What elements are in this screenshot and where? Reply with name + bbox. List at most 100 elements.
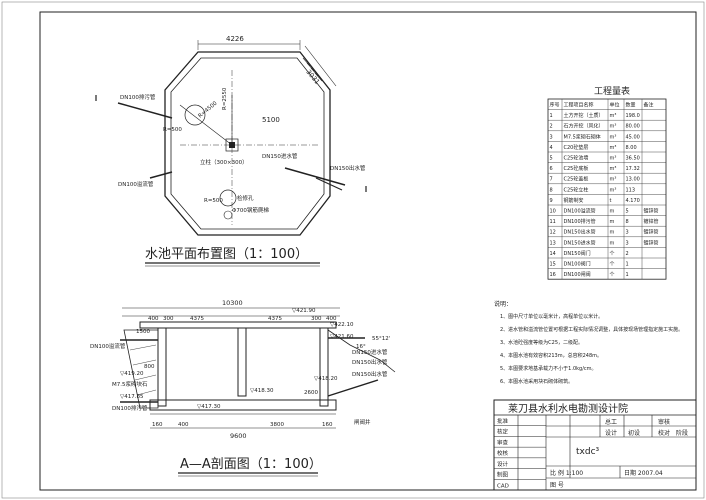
tb-col-a: 总工 xyxy=(605,418,617,426)
qty-cell: 石方开挖（风化） xyxy=(564,123,604,130)
sheet-border xyxy=(39,11,697,491)
tb-drawing-no: 图 号 xyxy=(550,482,564,489)
sec-label-stair: M7.5浆砌块石 xyxy=(112,380,148,388)
sec-dim-j: 160 xyxy=(322,422,333,428)
tb-date: 日期 2007.04 xyxy=(624,469,663,477)
qty-cell: M7.5浆砌石砌体 xyxy=(564,133,601,140)
qty-cell: 12 xyxy=(550,230,556,236)
qty-cell: 80.00 xyxy=(626,124,640,130)
tb-row-label: 核定 xyxy=(497,428,509,436)
plan-dim-inner: 5100 xyxy=(262,116,280,124)
qty-cell: 镀锌管 xyxy=(644,229,659,236)
quantity-table-title: 工程量表 xyxy=(594,85,630,97)
qty-cell: 10 xyxy=(550,209,556,215)
roof-slab xyxy=(139,321,337,329)
qty-cell: m³ xyxy=(610,113,617,119)
sec-label-gate: 闸阀井 xyxy=(354,418,371,426)
center-column-core xyxy=(229,142,235,148)
sec-label-2600: 2600 xyxy=(304,390,318,396)
qty-cell: m³ xyxy=(610,124,617,130)
qty-cell: 13 xyxy=(550,240,556,246)
center-column xyxy=(225,138,239,152)
plan-label-vent: 检修孔 xyxy=(237,194,254,202)
note-item: 3、水池砼强度等级为C25，二级配。 xyxy=(500,339,583,346)
qty-cell: 113 xyxy=(626,187,636,193)
qty-cell: 1 xyxy=(626,272,629,278)
sec-dim-i: 3800 xyxy=(270,422,284,428)
qty-header-cell: 单位 xyxy=(610,102,620,109)
plan-label-drain: DN100排污管 xyxy=(120,93,156,101)
qty-cell: m xyxy=(610,240,615,246)
note-item: 6、本图水池采用块石砌体砌筑。 xyxy=(500,378,573,385)
plan-label-vent2: Φ700钢筋爬梯 xyxy=(232,206,269,214)
tb-row-label: 校核 xyxy=(497,449,509,457)
note-item: 2、进水管和溢流管位置可根据工程实际情况调整，具体按现场管理指定施工实施。 xyxy=(500,326,683,333)
ladder-marks xyxy=(302,57,323,82)
sec-level-7: ▽417.30 xyxy=(197,404,221,410)
sec-dim-h: 400 xyxy=(178,422,189,428)
plan-dim-diag: 3031 xyxy=(304,68,321,86)
qty-cell: m xyxy=(610,209,615,215)
note-item: 5、本图要求地基承载力不小于1.0kg/cm。 xyxy=(500,365,597,372)
qty-cell: 个 xyxy=(610,251,615,257)
overflow-circle xyxy=(184,104,206,126)
qty-cell: C20砼垫层 xyxy=(564,144,589,151)
qty-table-frame xyxy=(547,98,667,280)
ladder-circle xyxy=(223,210,233,220)
qty-cell: 镀锌管 xyxy=(644,218,659,225)
qty-cell: t xyxy=(610,198,612,204)
dim-line-diag xyxy=(304,45,337,87)
sec-outlet-pipe xyxy=(327,379,379,397)
tank-outer-wall xyxy=(164,51,331,236)
sec-slope-1: 16° xyxy=(356,344,366,350)
plan-label-overflow: DN100溢流管 xyxy=(118,180,154,188)
section-view: 10300 400 300 4375 4375 300 400 xyxy=(90,299,396,477)
qty-cell: DN100排污管 xyxy=(564,218,596,225)
tb-col-c: 设计 xyxy=(605,429,617,437)
plan-radius-2: R=2550 xyxy=(222,87,228,110)
qty-cell: 16 xyxy=(550,272,556,278)
qty-cell: DN150阀门 xyxy=(564,250,591,257)
plan-caption: 水池平面布置图（1：100） xyxy=(145,247,308,262)
qty-cell: 11 xyxy=(550,219,556,225)
qty-cell: 15 xyxy=(550,262,556,268)
manhole-circle xyxy=(219,189,237,207)
left-masonry xyxy=(123,329,159,409)
qty-cell: 36.50 xyxy=(626,156,640,162)
plan-label-inlet: DN150进水管 xyxy=(262,152,298,160)
qty-cell: m xyxy=(610,219,615,225)
drain-pipe xyxy=(117,102,173,119)
section-column xyxy=(237,327,247,397)
qty-cell: m³ xyxy=(610,166,617,172)
sec-label-1500: 1500 xyxy=(136,329,150,335)
qty-cell: 4 xyxy=(550,145,553,151)
qty-cell: 镀锌管 xyxy=(644,208,659,215)
qty-header-cell: 序号 xyxy=(550,102,560,109)
qty-cell: 3 xyxy=(626,230,629,236)
plan-radius-3: R=500 xyxy=(163,127,182,133)
qty-cell: 1 xyxy=(550,113,553,119)
tb-row-label: 审查 xyxy=(497,438,509,446)
sec-label-in: DN150进水管 xyxy=(352,348,388,356)
qty-cell: DN100溢流管 xyxy=(564,208,596,215)
title-block-frame xyxy=(493,399,697,491)
tb-row-label: 批准 xyxy=(497,417,509,425)
sec-level-3: ▽419.20 xyxy=(120,371,144,377)
qty-cell: C25砼池墙 xyxy=(564,155,589,162)
base-slab xyxy=(149,399,337,411)
qty-cell: 8.00 xyxy=(626,145,637,151)
note-item: 1、图中尺寸单位以毫米计，高程单位以米计。 xyxy=(500,313,603,320)
qty-cell: 个 xyxy=(610,272,615,278)
qty-cell: 14 xyxy=(550,251,556,257)
sec-dim-b: 300 xyxy=(163,316,174,322)
qty-cell: C25砼底板 xyxy=(564,165,589,172)
sec-label-out: DN150出水管 xyxy=(352,358,388,366)
tank-inner-wall xyxy=(170,57,325,230)
tb-row-label: CAD xyxy=(497,483,509,489)
qty-cell: DN150进水管 xyxy=(564,239,596,246)
qty-cell: DN100闸阀 xyxy=(564,271,591,278)
